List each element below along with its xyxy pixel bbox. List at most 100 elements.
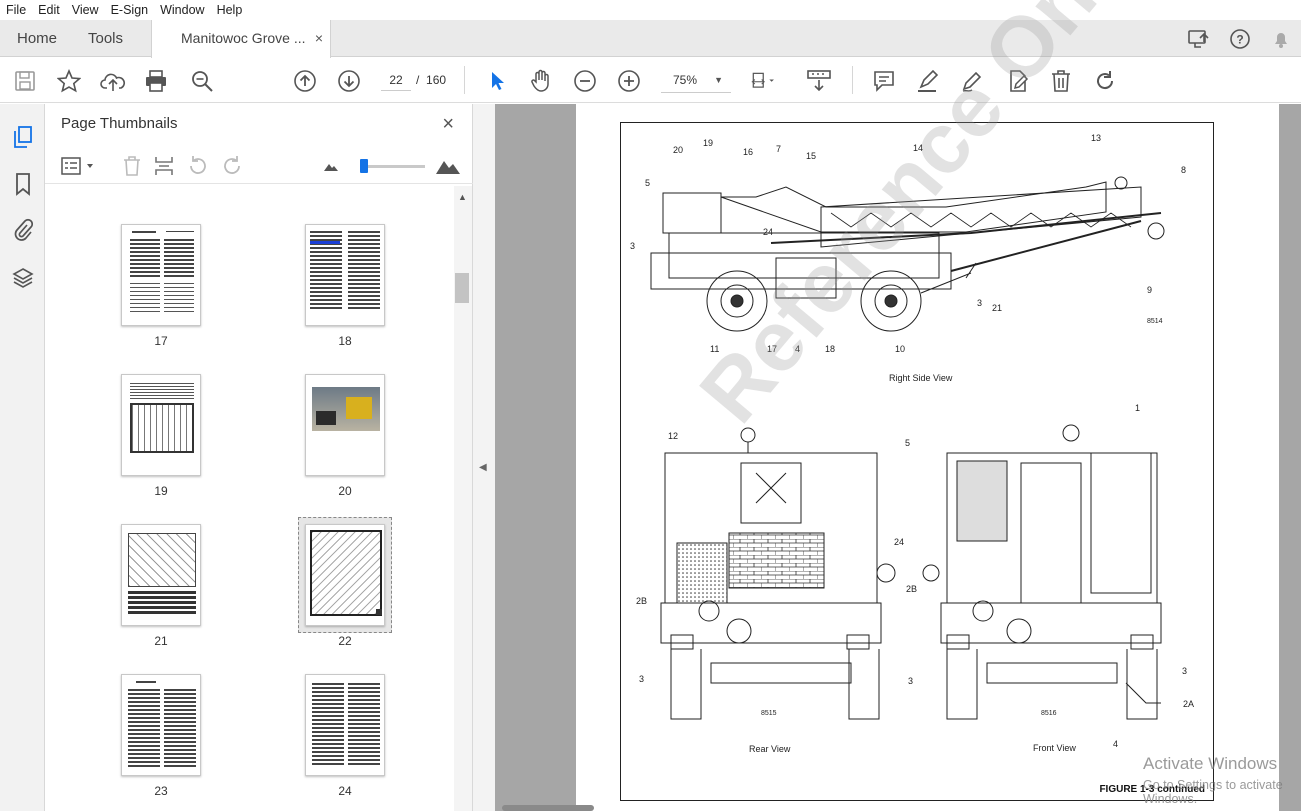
select-cursor-icon[interactable] [484,68,510,94]
delete-page-icon[interactable] [120,154,144,178]
menu-file[interactable]: File [6,3,27,17]
toolbar-divider [464,66,465,94]
page-thumbnail[interactable] [121,524,201,626]
toolbar-divider [852,66,853,94]
save-icon[interactable] [12,68,38,94]
thumbnail-label: 22 [338,634,352,648]
left-nav-rail [0,104,45,811]
draw-pen-icon[interactable] [959,68,985,94]
zoom-level-select[interactable]: 75%▼ [661,67,731,93]
rotate-right-icon[interactable] [220,154,244,178]
header-actions: ? [1178,27,1301,51]
callout-label: 18 [825,344,836,354]
callout-label: 3 [1182,666,1188,676]
thumbnail-size-slider[interactable] [360,159,425,173]
callout-label: 8514 [1147,318,1163,325]
figure-frame: 20 19 16 7 15 14 13 8 5 24 3 3 21 9 11 1… [620,0,1214,801]
page-thumbnail-selected[interactable] [305,524,385,626]
page-thumbnails-icon[interactable] [9,123,37,151]
notifications-bell-icon[interactable] [1260,27,1301,51]
page-total: / 160 [416,73,446,87]
menu-edit[interactable]: Edit [38,3,60,17]
share-screen-icon[interactable] [1178,27,1219,51]
tab-close-icon[interactable]: × [314,30,323,46]
callout-label: 3 [908,676,914,686]
callout-label: 14 [913,143,924,153]
page-number-input[interactable] [381,69,411,91]
next-page-icon[interactable] [336,68,362,94]
tab-bar: Home Tools Manitowoc Grove ... × [0,20,1301,58]
attachments-paperclip-icon[interactable] [9,216,37,244]
comment-icon[interactable] [871,68,897,94]
callout-label: 13 [1091,133,1102,143]
thumbnail-large-icon[interactable] [434,154,462,178]
thumbnail-label: 19 [154,484,168,498]
document-viewer[interactable]: 20 19 16 7 15 14 13 8 5 24 3 3 21 9 11 1… [495,0,1301,811]
callout-label: 2B [636,596,648,606]
callout-label: 10 [895,344,906,354]
panel-toolbar [45,148,473,184]
callout-label: 19 [703,138,714,148]
menu-help[interactable]: Help [216,3,243,17]
layers-icon[interactable] [9,264,37,292]
callout-label: 15 [806,151,817,161]
bookmarks-icon[interactable] [9,170,37,198]
panel-collapse-handle[interactable]: ◀ [473,104,495,811]
callout-label: 24 [894,537,905,547]
caption-right-side-view: Right Side View [889,373,953,383]
bookmark-star-icon[interactable] [56,68,82,94]
callout-label: 11 [710,344,720,354]
thumbnail-label: 24 [338,784,352,798]
menu-window[interactable]: Window [160,3,205,17]
callout-label: 20 [673,145,684,155]
page-thumbnail[interactable] [121,674,201,776]
callout-label: 16 [743,147,754,157]
callout-label: 17 [767,344,778,354]
menu-bar: File Edit View E-Sign Window Help [0,0,1301,20]
highlight-pen-icon[interactable] [915,68,941,94]
thumbnail-small-icon[interactable] [319,154,343,178]
previous-page-icon[interactable] [292,68,318,94]
edit-text-icon[interactable] [1004,68,1030,94]
callout-label: 3 [639,674,645,684]
scroll-up-icon[interactable]: ▲ [458,192,467,202]
slider-knob[interactable] [360,159,368,173]
delete-trash-icon[interactable] [1048,68,1074,94]
activate-windows-title: Activate Windows [1143,754,1278,773]
callout-label: 24 [763,227,774,237]
help-icon[interactable]: ? [1219,27,1260,51]
thumbnail-label: 23 [154,784,168,798]
zoom-out-icon[interactable] [572,68,598,94]
zoom-level-value: 75% [673,73,698,87]
rotate-redo-icon[interactable] [1092,68,1118,94]
tab-tools[interactable]: Tools [88,30,124,47]
page-thumbnail[interactable] [121,224,201,326]
upload-cloud-icon[interactable] [100,68,126,94]
tab-document[interactable]: Manitowoc Grove ... × [151,20,331,58]
page-thumbnail[interactable] [305,224,385,326]
insert-page-icon[interactable] [153,154,177,178]
page-thumbnail[interactable] [305,374,385,476]
hand-pan-icon[interactable] [528,68,554,94]
print-icon[interactable] [143,68,169,94]
thumbnails-scrollbar[interactable]: ▲ [454,186,472,811]
zoom-in-icon[interactable] [616,68,642,94]
menu-esign[interactable]: E-Sign [110,3,149,17]
zoom-search-icon[interactable] [189,68,215,94]
scroll-mode-icon[interactable] [806,68,832,94]
callout-label: 4 [1113,739,1119,749]
scrollbar-thumb[interactable] [455,273,469,303]
viewer-horizontal-scrollbar[interactable] [502,805,594,811]
tab-home[interactable]: Home [17,30,58,47]
panel-close-icon[interactable]: × [442,113,454,135]
caption-front-view: Front View [1033,743,1076,753]
page-thumbnail[interactable] [121,374,201,476]
thumbnail-options-icon[interactable] [61,154,97,178]
page-thumbnail[interactable] [305,674,385,776]
fit-page-icon[interactable] [751,68,777,94]
caption-rear-view: Rear View [749,744,791,754]
callout-label: 12 [668,431,679,441]
rotate-left-icon[interactable] [186,154,210,178]
menu-view[interactable]: View [71,3,99,17]
page-total-count: 160 [426,73,447,87]
